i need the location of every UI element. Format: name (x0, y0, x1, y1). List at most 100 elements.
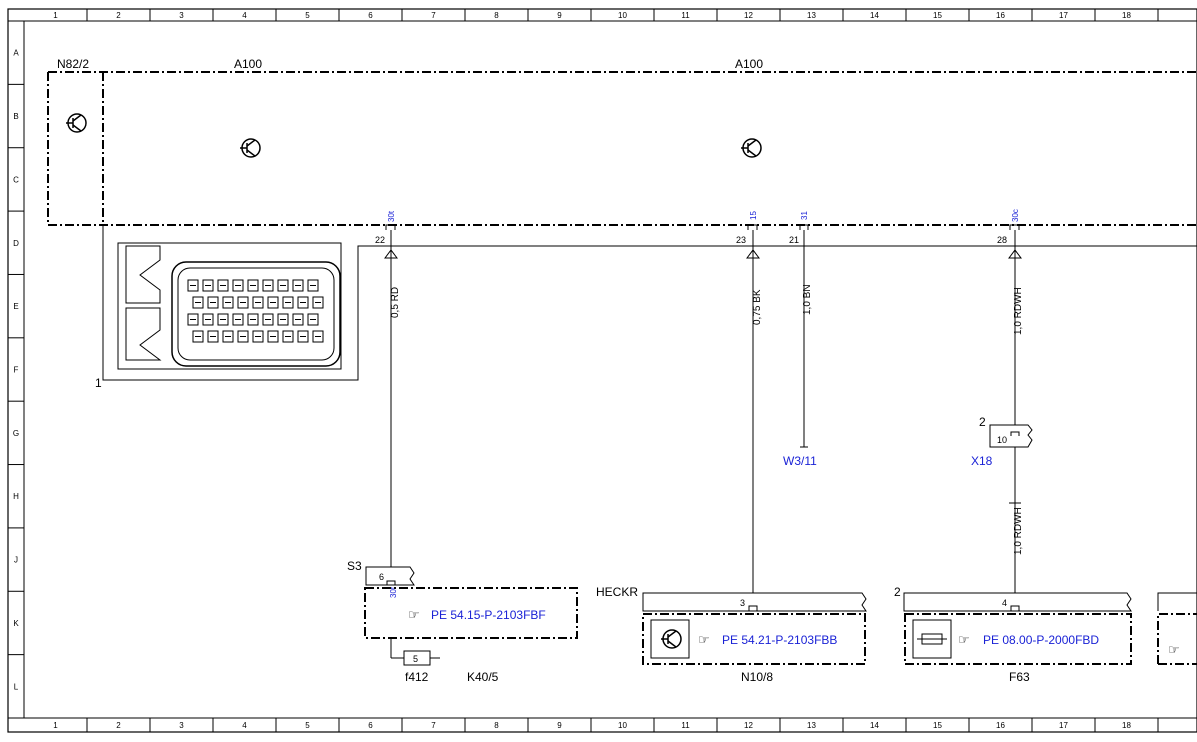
f63-connector (903, 592, 1132, 612)
heckr-connector (642, 592, 867, 612)
grid-column-label: 7 (431, 721, 436, 730)
grid-column-label: 3 (179, 11, 184, 20)
grid-column-label: 15 (933, 721, 942, 730)
grid-column-label: 13 (807, 721, 816, 730)
pointing-hand-icon: ☞ (698, 633, 710, 648)
grid-row-label: H (13, 492, 19, 501)
f63-ref-link[interactable]: PE 08.00-P-2000FBD (983, 633, 1099, 647)
n82-2-label: N82/2 (57, 57, 89, 71)
s3-terminal: 30t (389, 586, 398, 598)
grid-column-label: 2 (116, 11, 121, 20)
connector-pin-label: 1 (95, 376, 102, 390)
x18-connector (989, 424, 1033, 448)
grid-column-label: 12 (744, 11, 753, 20)
grid-column-label: 2 (116, 721, 121, 730)
k40-5-label: K40/5 (467, 670, 499, 684)
s3-pin: 6 (379, 572, 384, 582)
n10-8-ref-link[interactable]: PE 54.21-P-2103FBB (722, 633, 837, 647)
grid-column-label: 9 (557, 721, 562, 730)
wire-label-28b: 1,0 RDWH (1013, 507, 1024, 555)
transistor-icon (66, 113, 87, 133)
grid-column-label: 17 (1059, 11, 1068, 20)
grid-column-label: 12 (744, 721, 753, 730)
heckr-label: HECKR (596, 585, 638, 599)
f63-ref-box (904, 613, 1132, 665)
grid-row-label: C (13, 175, 19, 184)
terminal-21: 31 (800, 211, 809, 220)
x18-number: 2 (979, 415, 986, 429)
wire-28 (1008, 224, 1022, 603)
wire-label-22: 0,5 RD (390, 287, 401, 318)
grid-column-label: 6 (368, 11, 373, 20)
grid-row-label: G (13, 429, 19, 438)
n10-8-ref-box (642, 613, 866, 665)
grid-column-label: 1 (53, 721, 58, 730)
f63-label: F63 (1009, 670, 1030, 684)
grid-column-label: 4 (242, 721, 247, 730)
fuse-f412 (390, 638, 440, 666)
pin-28: 28 (997, 235, 1007, 245)
pin-23: 23 (736, 235, 746, 245)
wire-label-28: 1,0 RDWH (1013, 287, 1024, 335)
terminal-22: 30t (387, 210, 396, 222)
grid-column-label: 18 (1122, 721, 1131, 730)
grid-column-label: 11 (681, 11, 690, 20)
grid-column-label: 18 (1122, 11, 1131, 20)
grid-column-label: 9 (557, 11, 562, 20)
pointing-hand-icon: ☞ (408, 608, 420, 623)
grid-column-label: 10 (618, 721, 627, 730)
partial-component-right: ☞ (1157, 592, 1197, 665)
grid-column-label: 17 (1059, 721, 1068, 730)
grid-column-label: 7 (431, 11, 436, 20)
wire-21 (799, 224, 809, 448)
grid-column-label: 5 (305, 11, 310, 20)
grid-row-label: F (14, 366, 19, 375)
a100-label-right: A100 (735, 57, 763, 71)
grid-column-label: 16 (996, 721, 1005, 730)
pointing-hand-icon: ☞ (958, 633, 970, 648)
pin-22: 22 (375, 235, 385, 245)
s3-connector (365, 566, 415, 586)
grid-column-label: 15 (933, 11, 942, 20)
f63-number: 2 (894, 585, 901, 599)
s3-ref-box (364, 587, 578, 639)
a100-enclosure (47, 71, 1197, 226)
connector-pin-grid (187, 279, 324, 343)
grid-row-label: B (13, 112, 18, 121)
x18-link[interactable]: X18 (971, 454, 993, 468)
grid-column-label: 5 (305, 721, 310, 730)
wire-label-23: 0,75 BK (752, 289, 763, 325)
grid-row-label: L (14, 682, 19, 691)
transistor-icon (741, 138, 762, 158)
pin-21: 21 (789, 235, 799, 245)
f63-module-box (912, 619, 952, 659)
wire-22 (384, 224, 398, 568)
diagram-frame (7, 8, 1197, 733)
terminal-23: 15 (749, 211, 758, 220)
n10-8-label: N10/8 (741, 670, 773, 684)
heckr-pin: 3 (740, 598, 745, 608)
grid-column-label: 6 (368, 721, 373, 730)
grid-column-label: 13 (807, 11, 816, 20)
grid-column-label: 8 (494, 11, 499, 20)
connector-housing (102, 225, 1197, 381)
grid-column-label: 10 (618, 11, 627, 20)
grid-column-label: 3 (179, 721, 184, 730)
grid-row-label: J (14, 556, 18, 565)
grid-row-label: K (13, 619, 19, 628)
transistor-icon (661, 629, 682, 649)
grid-column-label: 16 (996, 11, 1005, 20)
fuse-pin: 5 (413, 654, 418, 664)
grid-column-label: 4 (242, 11, 247, 20)
s3-label: S3 (347, 559, 362, 573)
f63-pin: 4 (1002, 598, 1007, 608)
grid-row-label: D (13, 239, 19, 248)
wire-label-21: 1,0 BN (802, 284, 813, 315)
w3-11-link[interactable]: W3/11 (783, 454, 817, 468)
fuse-icon (917, 633, 947, 645)
grid-row-label: A (13, 49, 19, 58)
s3-ref-link[interactable]: PE 54.15-P-2103FBF (431, 608, 546, 622)
